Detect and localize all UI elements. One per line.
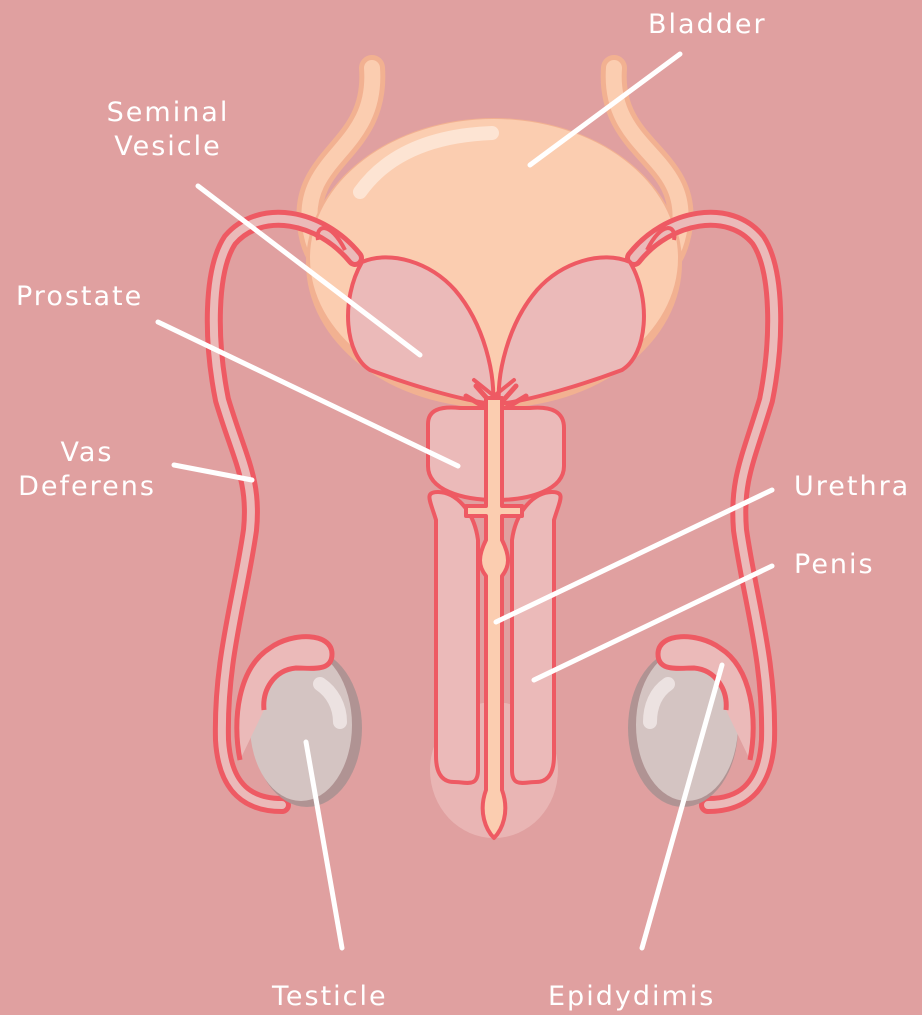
label-testicle: Testicle xyxy=(272,980,388,1014)
label-urethra: Urethra xyxy=(794,470,910,504)
label-prostate: Prostate xyxy=(16,280,143,314)
label-vas-deferens: Vas Deferens xyxy=(10,436,164,504)
label-seminal-vesicle: Seminal Vesicle xyxy=(98,96,238,164)
label-penis: Penis xyxy=(794,548,875,582)
label-epididymis: Epidydimis xyxy=(548,980,715,1014)
label-vas-deferens-line2: Deferens xyxy=(10,470,164,504)
label-seminal-vesicle-line1: Seminal xyxy=(98,96,238,130)
label-seminal-vesicle-line2: Vesicle xyxy=(98,130,238,164)
label-vas-deferens-line1: Vas xyxy=(10,436,164,470)
label-bladder: Bladder xyxy=(648,8,767,42)
